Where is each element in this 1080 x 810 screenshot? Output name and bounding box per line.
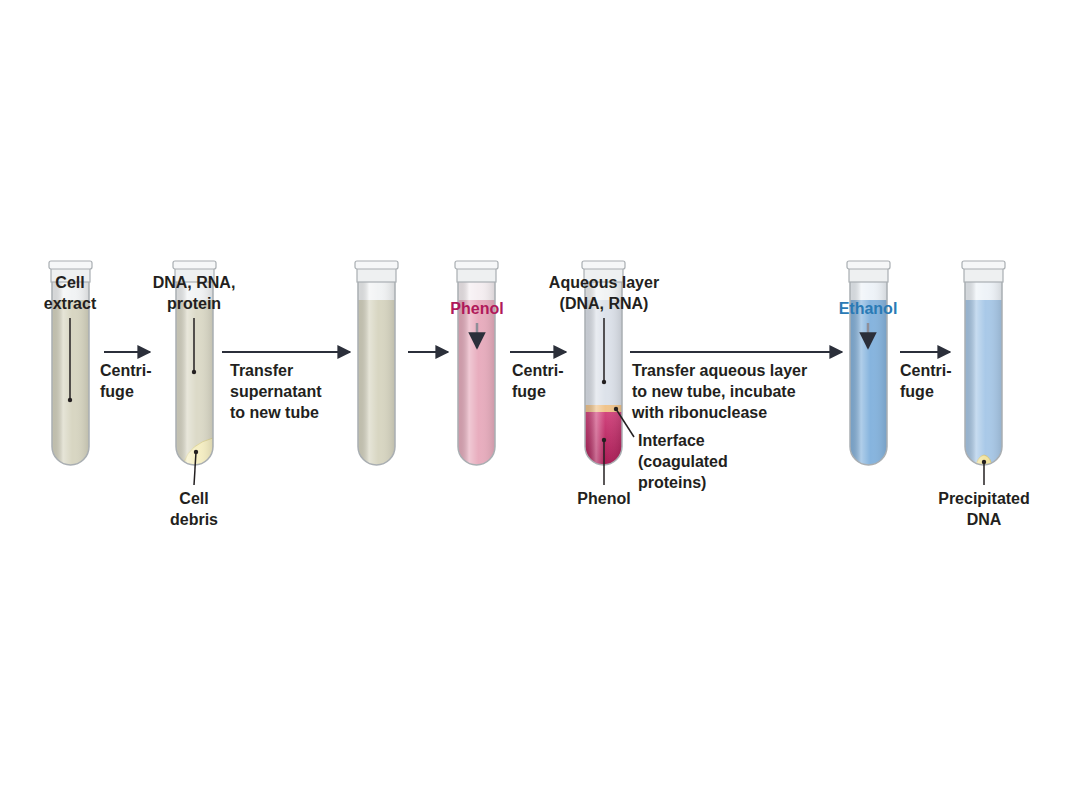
label-text: Centri- fuge (512, 360, 570, 402)
test-tube (962, 261, 1005, 470)
step-label: Transfer supernatant to new tube (230, 360, 334, 423)
label-text: Cell debris (162, 488, 226, 530)
reagent-arrow (476, 323, 479, 348)
step-label: Transfer aqueous layer to new tube, incu… (632, 360, 820, 423)
content-label: DNA, RNA, protein (142, 272, 246, 314)
test-tube (582, 261, 625, 472)
label-text: Centri- fuge (100, 360, 158, 402)
test-tube (49, 261, 92, 470)
part-label: Precipitated DNA (927, 488, 1041, 530)
reagent-arrow (867, 323, 870, 348)
test-tube (173, 261, 216, 470)
process-arrows (104, 351, 950, 353)
part-label: Phenol (564, 488, 644, 509)
test-tube (355, 261, 398, 470)
label-text: Transfer aqueous layer to new tube, incu… (632, 360, 820, 423)
label-text: Centri- fuge (900, 360, 958, 402)
part-label: Aqueous layer (DNA, RNA) (532, 272, 676, 314)
reagent-label: Phenol (437, 298, 517, 319)
step-label: Centri- fuge (512, 360, 570, 402)
label-text: Transfer supernatant to new tube (230, 360, 334, 423)
leader-lines (70, 318, 984, 485)
step-label: Centri- fuge (100, 360, 158, 402)
label-text: Aqueous layer (DNA, RNA) (532, 272, 676, 314)
label-text: DNA, RNA, protein (142, 272, 246, 314)
label-text: Phenol (564, 488, 644, 509)
label-text: Interface (coagulated proteins) (638, 430, 742, 493)
label-text: Precipitated DNA (927, 488, 1041, 530)
label-text: Phenol (437, 298, 517, 319)
step-label: Centri- fuge (900, 360, 958, 402)
test-tube (455, 261, 498, 470)
sample-label: Cell extract (34, 272, 106, 314)
reagent-label: Ethanol (823, 298, 913, 319)
label-text: Ethanol (823, 298, 913, 319)
part-label: Interface (coagulated proteins) (638, 430, 742, 493)
test-tube (847, 261, 890, 470)
label-text: Cell extract (34, 272, 106, 314)
part-label: Cell debris (162, 488, 226, 530)
